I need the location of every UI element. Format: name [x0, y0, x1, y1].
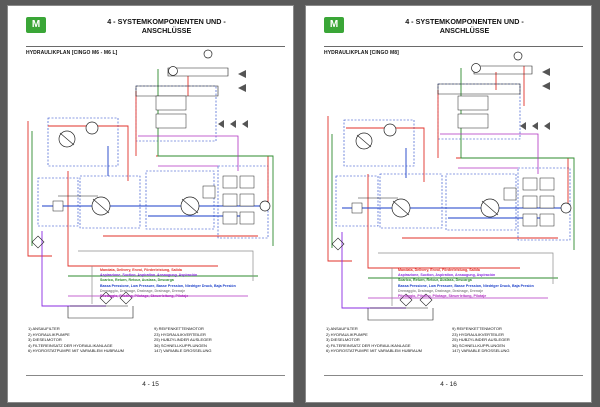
hydraulic-schematic — [27, 49, 274, 319]
hydraulic-plan-title: HYDRAULIKPLAN [CINGO M8] — [324, 50, 399, 56]
page-number: 4 - 16 — [440, 381, 457, 388]
page-header: M 4 - SYSTEMKOMPONENTEN UND - ANSCHLÜSSE — [324, 16, 583, 47]
manual-page-right: M 4 - SYSTEMKOMPONENTEN UND - ANSCHLÜSSE… — [305, 5, 592, 403]
list-item: 6) HYDROSTATPUMPE MIT VARIABLEM HUBRAUM — [326, 348, 422, 353]
list-item: 25) HUBZYLINDER AUSLEGER — [154, 337, 212, 342]
legend-low-pressure: Bassa Pressione, Low Pressure, Basse Pre… — [100, 283, 236, 288]
legend-delivery: Mandata, Delivery, Envoi, Förderleistung… — [398, 268, 480, 272]
legend-suction: Aspirazione, Suction, Aspiration, Ansaug… — [100, 273, 198, 278]
page-header: M 4 - SYSTEMKOMPONENTEN UND - ANSCHLÜSSE — [26, 16, 285, 47]
legend-suction: Aspirazione, Suction, Aspiration, Ansaug… — [398, 273, 496, 278]
list-item: 3) DIESELMOTOR — [326, 337, 360, 342]
footer-divider — [26, 375, 285, 376]
legend-return: Scarico, Return, Retour, Auslass, Descar… — [100, 278, 174, 283]
brand-logo: M — [324, 17, 344, 33]
list-item: 25) HUBZYLINDER AUSLEGER — [452, 337, 510, 342]
list-item: 3) DIESELMOTOR — [28, 337, 62, 342]
footer-divider — [324, 375, 583, 376]
chapter-title: 4 - SYSTEMKOMPONENTEN UND - ANSCHLÜSSE — [48, 17, 285, 35]
list-item: 9) REIFENKETTENMOTOR — [154, 326, 204, 331]
legend-piloting: Pilotaggio, Piloting, Pilotage, Steuerle… — [100, 294, 189, 299]
hydraulic-schematic — [327, 51, 575, 321]
list-item: 36) SCHNELLKUPPLUNGEN — [154, 342, 207, 348]
chapter-title: 4 - SYSTEMKOMPONENTEN UND - ANSCHLÜSSE — [346, 17, 583, 35]
hydraulic-plan-title: HYDRAULIKPLAN [CINGO M6 - M6 L] — [26, 50, 118, 56]
brand-logo-text: M — [329, 19, 339, 30]
chapter-title-line2: ANSCHLÜSSE — [141, 26, 192, 35]
chapter-title-line1: 4 - SYSTEMKOMPONENTEN UND - — [405, 17, 524, 26]
legend-return: Scarico, Return, Retour, Auslass, Descar… — [398, 278, 472, 283]
page-number: 4 - 15 — [142, 381, 159, 388]
legend-low-pressure: Bassa Pressione, Low Pressure, Basse Pre… — [398, 283, 534, 288]
list-item: 9) REIFENKETTENMOTOR — [452, 326, 502, 331]
list-item: 1) ANSAUFILTER — [28, 326, 60, 331]
list-item: 23) HYDRAULIKVERTEILER — [452, 331, 504, 337]
brand-logo: M — [26, 17, 46, 33]
list-item: 6) HYDROSTATPUMPE MIT VARIABLEM HUBRAUM — [28, 348, 124, 353]
chapter-title-line1: 4 - SYSTEMKOMPONENTEN UND - — [107, 17, 226, 26]
list-item: 4) FILTEREINSATZ DER HYDRAULIKANLAGE — [28, 342, 113, 348]
list-item: 147) VARIABLE DROSSELUNG — [452, 348, 510, 353]
list-item: 4) FILTEREINSATZ DER HYDRAULIKANLAGE — [326, 342, 411, 348]
legend-drainage: Drenaggio, Drainage, Drainage, Drainage,… — [100, 288, 186, 293]
list-item: 1) ANSAUFILTER — [326, 326, 358, 331]
manual-page-left: M 4 - SYSTEMKOMPONENTEN UND - ANSCHLÜSSE… — [7, 5, 294, 403]
legend-delivery: Mandata, Delivery, Envoi, Förderleistung… — [100, 268, 182, 272]
list-item: 2) HYDRAULIKPUMPE — [326, 331, 368, 337]
list-item: 147) VARIABLE DROSSELUNG — [154, 348, 212, 353]
brand-logo-text: M — [31, 19, 41, 30]
list-item: 2) HYDRAULIKPUMPE — [28, 331, 70, 337]
legend-drainage: Drenaggio, Drainage, Drainage, Drainage,… — [398, 288, 484, 293]
legend-piloting: Pilotaggio, Piloting, Pilotage, Steuerle… — [398, 294, 487, 299]
line-legend: Mandata, Delivery, Envoi, Förderleistung… — [398, 268, 538, 299]
list-item: 36) SCHNELLKUPPLUNGEN — [452, 342, 505, 348]
list-item: 23) HYDRAULIKVERTEILER — [154, 331, 206, 337]
line-legend: Mandata, Delivery, Envoi, Förderleistung… — [100, 268, 240, 299]
chapter-title-line2: ANSCHLÜSSE — [439, 26, 490, 35]
